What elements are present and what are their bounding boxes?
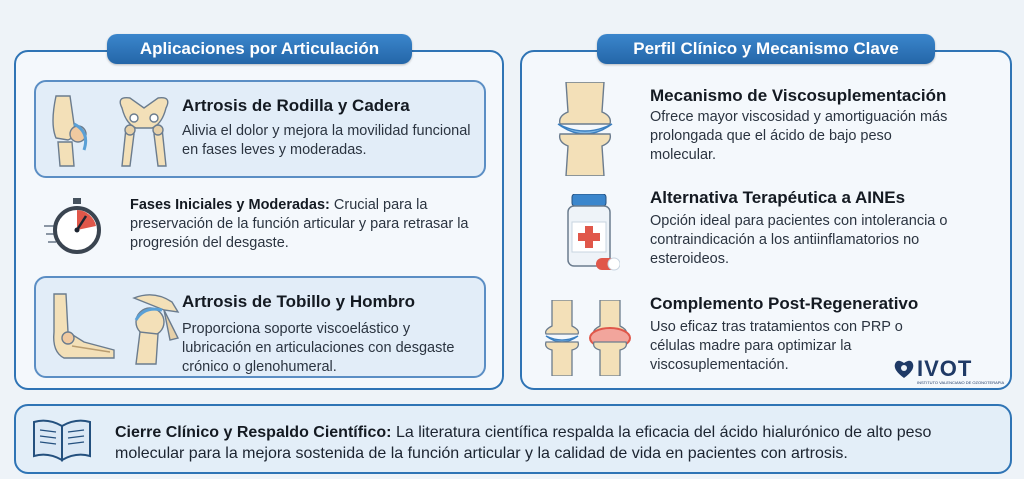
card-desc: Proporciona soporte viscoelástico y lubr… bbox=[182, 321, 455, 375]
card-text: Fases Iniciales y Moderadas: Crucial par… bbox=[130, 196, 480, 253]
book-icon bbox=[33, 419, 91, 462]
bottom-panel bbox=[14, 404, 1012, 474]
card-title: Alternativa Terapéutica a AINEs bbox=[650, 188, 906, 207]
card-mechanism: Mecanismo de Viscosuplementación Ofrece … bbox=[540, 78, 1000, 178]
card-desc: Ofrece mayor viscosidad y amortiguación … bbox=[650, 109, 948, 163]
logo-text: IVOT bbox=[917, 356, 973, 381]
bottom-text: Cierre Clínico y Respaldo Científico: La… bbox=[115, 422, 995, 464]
bottom-title: Cierre Clínico y Respaldo Científico: bbox=[115, 424, 392, 441]
left-section-title: Aplicaciones por Articulación bbox=[107, 34, 412, 64]
card-early-stages: Fases Iniciales y Moderadas: Crucial par… bbox=[34, 186, 486, 266]
card-desc: Uso eficaz tras tratamientos con PRP o c… bbox=[650, 319, 903, 373]
joint-icon bbox=[557, 82, 613, 176]
medicine-bottle-icon bbox=[567, 194, 620, 271]
logo-subtitle: INSTITUTO VALENCIANO DE OZONOTERAPIA bbox=[917, 380, 1005, 385]
card-title: Artrosis de Tobillo y Hombro bbox=[182, 292, 415, 311]
stopwatch-icon bbox=[44, 198, 101, 254]
card-nsaid-alternative: Alternativa Terapéutica a AINEs Opción i… bbox=[540, 184, 1000, 284]
card-knee-hip: Artrosis de Rodilla y Cadera Alivia el d… bbox=[34, 80, 486, 178]
heart-logo-icon bbox=[894, 360, 914, 378]
knee-hip-icon bbox=[52, 95, 169, 167]
card-title: Artrosis de Rodilla y Cadera bbox=[182, 96, 410, 115]
card-desc: Opción ideal para pacientes con intolera… bbox=[650, 213, 948, 267]
bottom-desc: La literatura científica respalda la efi… bbox=[115, 424, 932, 462]
card-title: Complemento Post-Regenerativo bbox=[650, 294, 919, 313]
ankle-shoulder-icon bbox=[53, 293, 180, 365]
card-title: Fases Iniciales y Moderadas: bbox=[130, 197, 330, 213]
card-title: Mecanismo de Viscosuplementación bbox=[650, 86, 947, 105]
card-ankle-shoulder: Artrosis de Tobillo y Hombro Proporciona… bbox=[34, 276, 486, 378]
card-desc: Crucial para la preservación de la funci… bbox=[130, 197, 469, 251]
right-section-title: Perfil Clínico y Mecanismo Clave bbox=[597, 34, 935, 64]
card-desc: Alivia el dolor y mejora la movilidad fu… bbox=[182, 123, 471, 158]
card-post-regenerative: Complemento Post-Regenerativo Uso eficaz… bbox=[540, 290, 1000, 386]
joints-comparison-icon bbox=[544, 300, 631, 376]
ivot-logo: IVOT INSTITUTO VALENCIANO DE OZONOTERAPI… bbox=[893, 356, 1005, 386]
